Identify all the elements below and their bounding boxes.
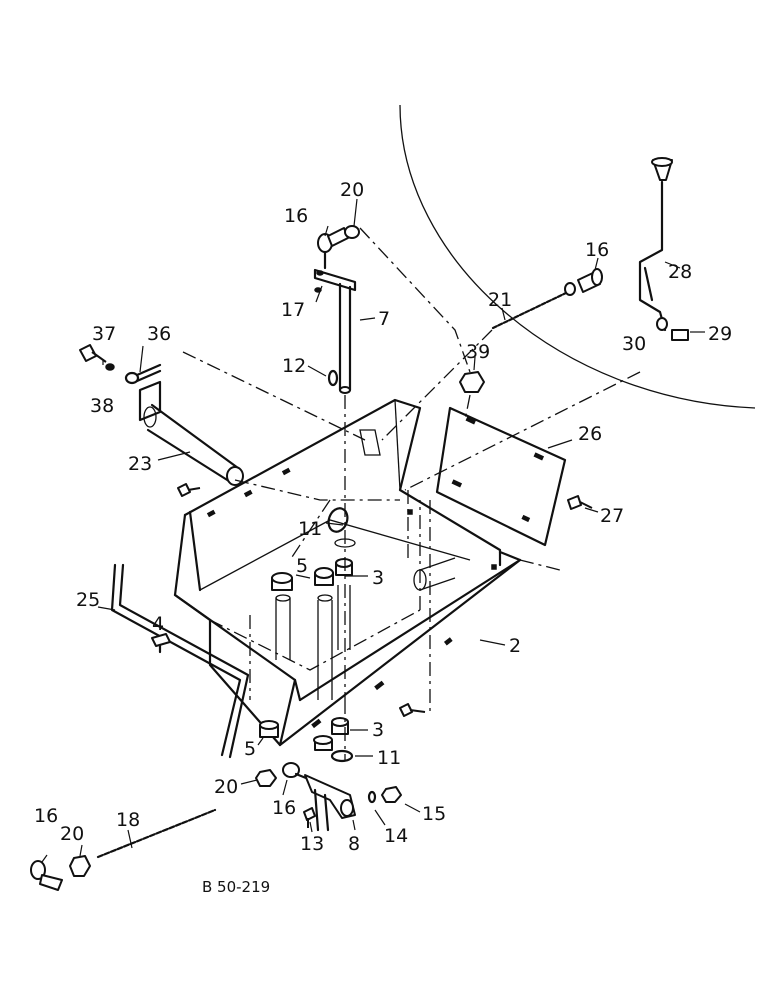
callout-11: 11 <box>377 747 401 769</box>
grommets-upper <box>271 558 353 700</box>
callout-15: 15 <box>422 803 446 825</box>
callout-20: 20 <box>60 823 84 845</box>
nut-top <box>344 225 360 239</box>
callout-18: 18 <box>116 809 140 831</box>
callout-20: 20 <box>214 776 238 798</box>
ball-joint-top <box>317 227 349 270</box>
callout-16: 16 <box>585 239 609 261</box>
o-ring-lower <box>330 749 354 763</box>
nut-15 <box>381 786 402 803</box>
callout-5: 5 <box>296 555 308 577</box>
tube-bracket-part <box>138 380 244 486</box>
callout-3: 3 <box>372 567 384 589</box>
control-rod-part <box>313 268 357 394</box>
callout-16: 16 <box>284 205 308 227</box>
callout-2: 2 <box>509 635 521 657</box>
threaded-rod-18 <box>96 808 217 859</box>
washer-38 <box>105 363 115 371</box>
battery-box-part <box>173 398 522 747</box>
callout-11: 11 <box>298 518 322 540</box>
bushing-30 <box>656 317 668 331</box>
callout-37: 37 <box>92 323 116 345</box>
cover-plate-26 <box>435 406 567 547</box>
callout-20: 20 <box>340 179 364 201</box>
bolt-under-box <box>399 703 426 717</box>
callout-23: 23 <box>128 453 152 475</box>
callout-29: 29 <box>708 323 732 345</box>
callout-28: 28 <box>668 261 692 283</box>
callout-36: 36 <box>147 323 171 345</box>
callout-17: 17 <box>281 299 305 321</box>
bolt-13 <box>303 807 316 828</box>
o-ring-upper <box>327 507 349 533</box>
bushing-29 <box>671 329 689 341</box>
clip-4 <box>151 633 171 654</box>
callout-8: 8 <box>348 833 360 855</box>
callout-16: 16 <box>272 797 296 819</box>
callout-16: 16 <box>34 805 58 827</box>
ball-joint-bottom <box>30 860 63 891</box>
callout-38: 38 <box>90 395 114 417</box>
callout-labels: 20 16 17 7 12 37 36 38 23 39 21 16 28 30… <box>34 179 732 855</box>
bolt-left <box>177 483 201 497</box>
clip-14 <box>367 790 377 804</box>
grommets-lower <box>259 717 349 751</box>
linkage-bracket-8 <box>304 774 356 832</box>
assembly-lines <box>182 227 641 760</box>
callout-3: 3 <box>372 719 384 741</box>
bolt-27 <box>567 495 593 510</box>
ball-joint-lower <box>282 762 308 780</box>
callout-12: 12 <box>282 355 306 377</box>
nut-right <box>564 282 576 296</box>
callout-26: 26 <box>578 423 602 445</box>
washer-12 <box>327 369 339 387</box>
eye-bolt-36 <box>124 363 162 385</box>
callout-27: 27 <box>600 505 624 527</box>
callout-13: 13 <box>300 833 324 855</box>
callout-5: 5 <box>244 738 256 760</box>
callout-14: 14 <box>384 825 408 847</box>
rod-25 <box>110 563 250 759</box>
leader-lines <box>41 198 705 863</box>
callout-7: 7 <box>378 308 390 330</box>
callout-4: 4 <box>152 613 164 635</box>
callout-30: 30 <box>622 333 646 355</box>
callout-25: 25 <box>76 589 100 611</box>
nut-lower <box>255 769 277 787</box>
ball-joint-right <box>577 268 603 293</box>
nut-bottom <box>69 855 91 877</box>
threaded-rod-21 <box>491 290 570 330</box>
shift-lever-28 <box>638 157 673 332</box>
fender-outline-arc <box>399 104 756 409</box>
nut-39 <box>459 371 485 393</box>
callout-39: 39 <box>466 341 490 363</box>
bolt-37 <box>79 344 107 363</box>
drawing-code: B 50-219 <box>202 878 270 896</box>
callout-21: 21 <box>488 289 512 311</box>
